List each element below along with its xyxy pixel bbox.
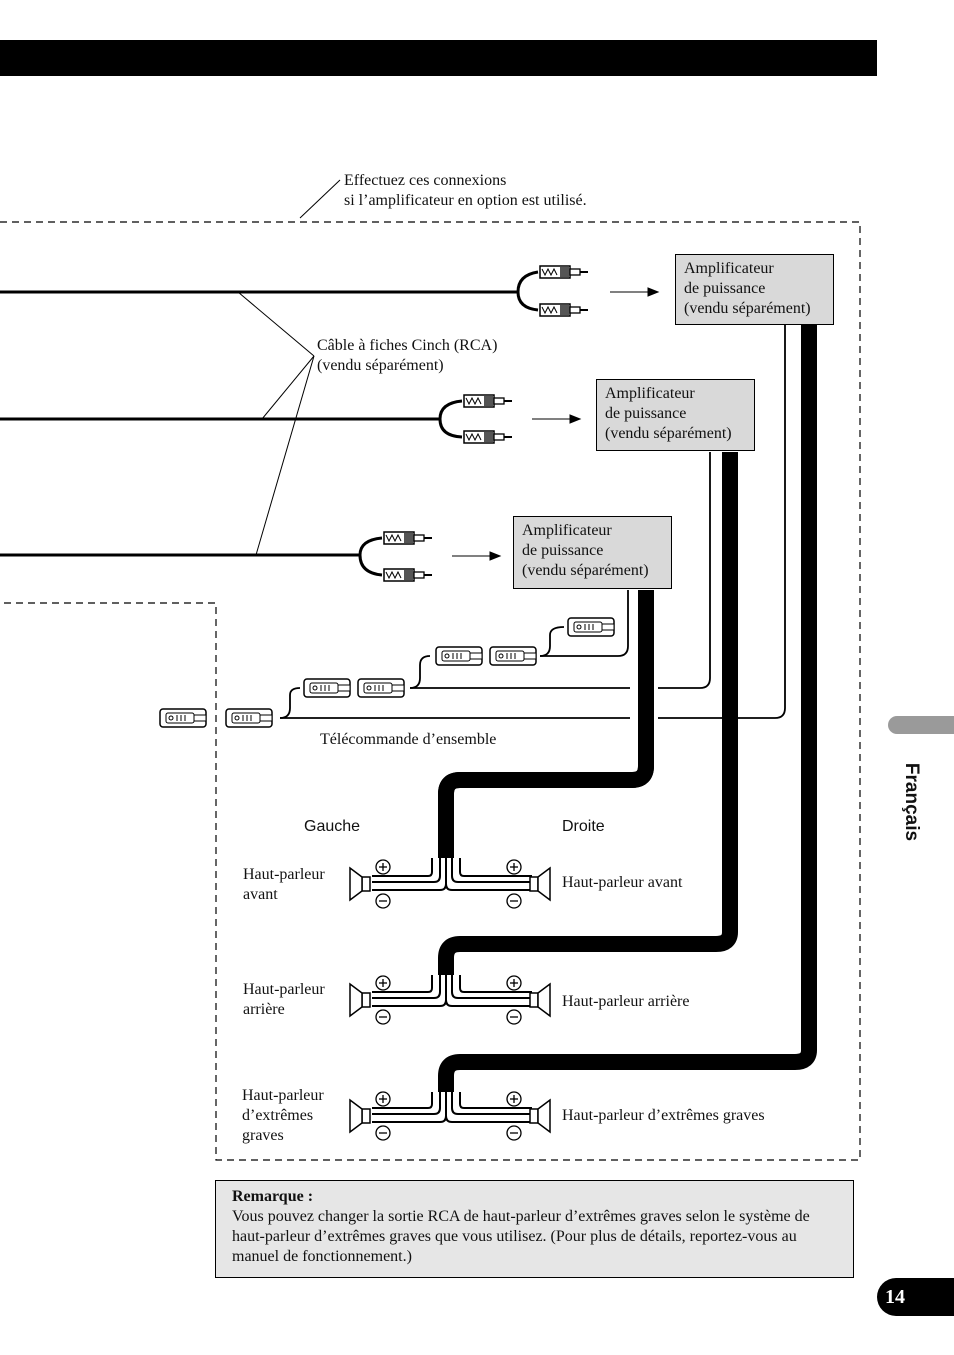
- header-note: Effectuez ces connexions si l’amplificat…: [344, 172, 587, 209]
- left-label: Gauche: [304, 818, 361, 835]
- arrow-icon: [452, 287, 660, 561]
- note-body: Vous pouvez changer la sortie RCA de hau…: [232, 1208, 810, 1265]
- front-left-label: Haut-parleur avant: [243, 866, 325, 903]
- sub-left-label: Haut-parleur d’extrêmes graves: [242, 1087, 324, 1144]
- note-box: Remarque : Vous pouvez changer la sortie…: [215, 1180, 854, 1278]
- front-right-label: Haut-parleur avant: [562, 874, 683, 891]
- amplifier-box-1: Amplificateur de puissance (vendu séparé…: [675, 254, 834, 325]
- amplifier-box-3: Amplificateur de puissance (vendu séparé…: [513, 516, 672, 589]
- remote-connector: [159, 617, 615, 728]
- rear-left-label: Haut-parleur arrière: [243, 981, 325, 1018]
- header-bar: [0, 40, 877, 76]
- cable-label: Câble à fiches Cinch (RCA) (vendu séparé…: [317, 337, 498, 374]
- rear-right-label: Haut-parleur arrière: [562, 993, 690, 1010]
- remote-label: Télécommande d’ensemble: [320, 731, 497, 748]
- amplifier-box-2: Amplificateur de puissance (vendu séparé…: [596, 379, 755, 451]
- language-tab-marker: [888, 716, 954, 734]
- right-label: Droite: [562, 818, 605, 835]
- language-tab: Français: [901, 762, 922, 842]
- sub-right-label: Haut-parleur d’extrêmes graves: [562, 1107, 765, 1124]
- polarity-icon: [375, 859, 522, 1141]
- note-title: Remarque :: [232, 1188, 314, 1205]
- page-number: 14: [877, 1278, 954, 1316]
